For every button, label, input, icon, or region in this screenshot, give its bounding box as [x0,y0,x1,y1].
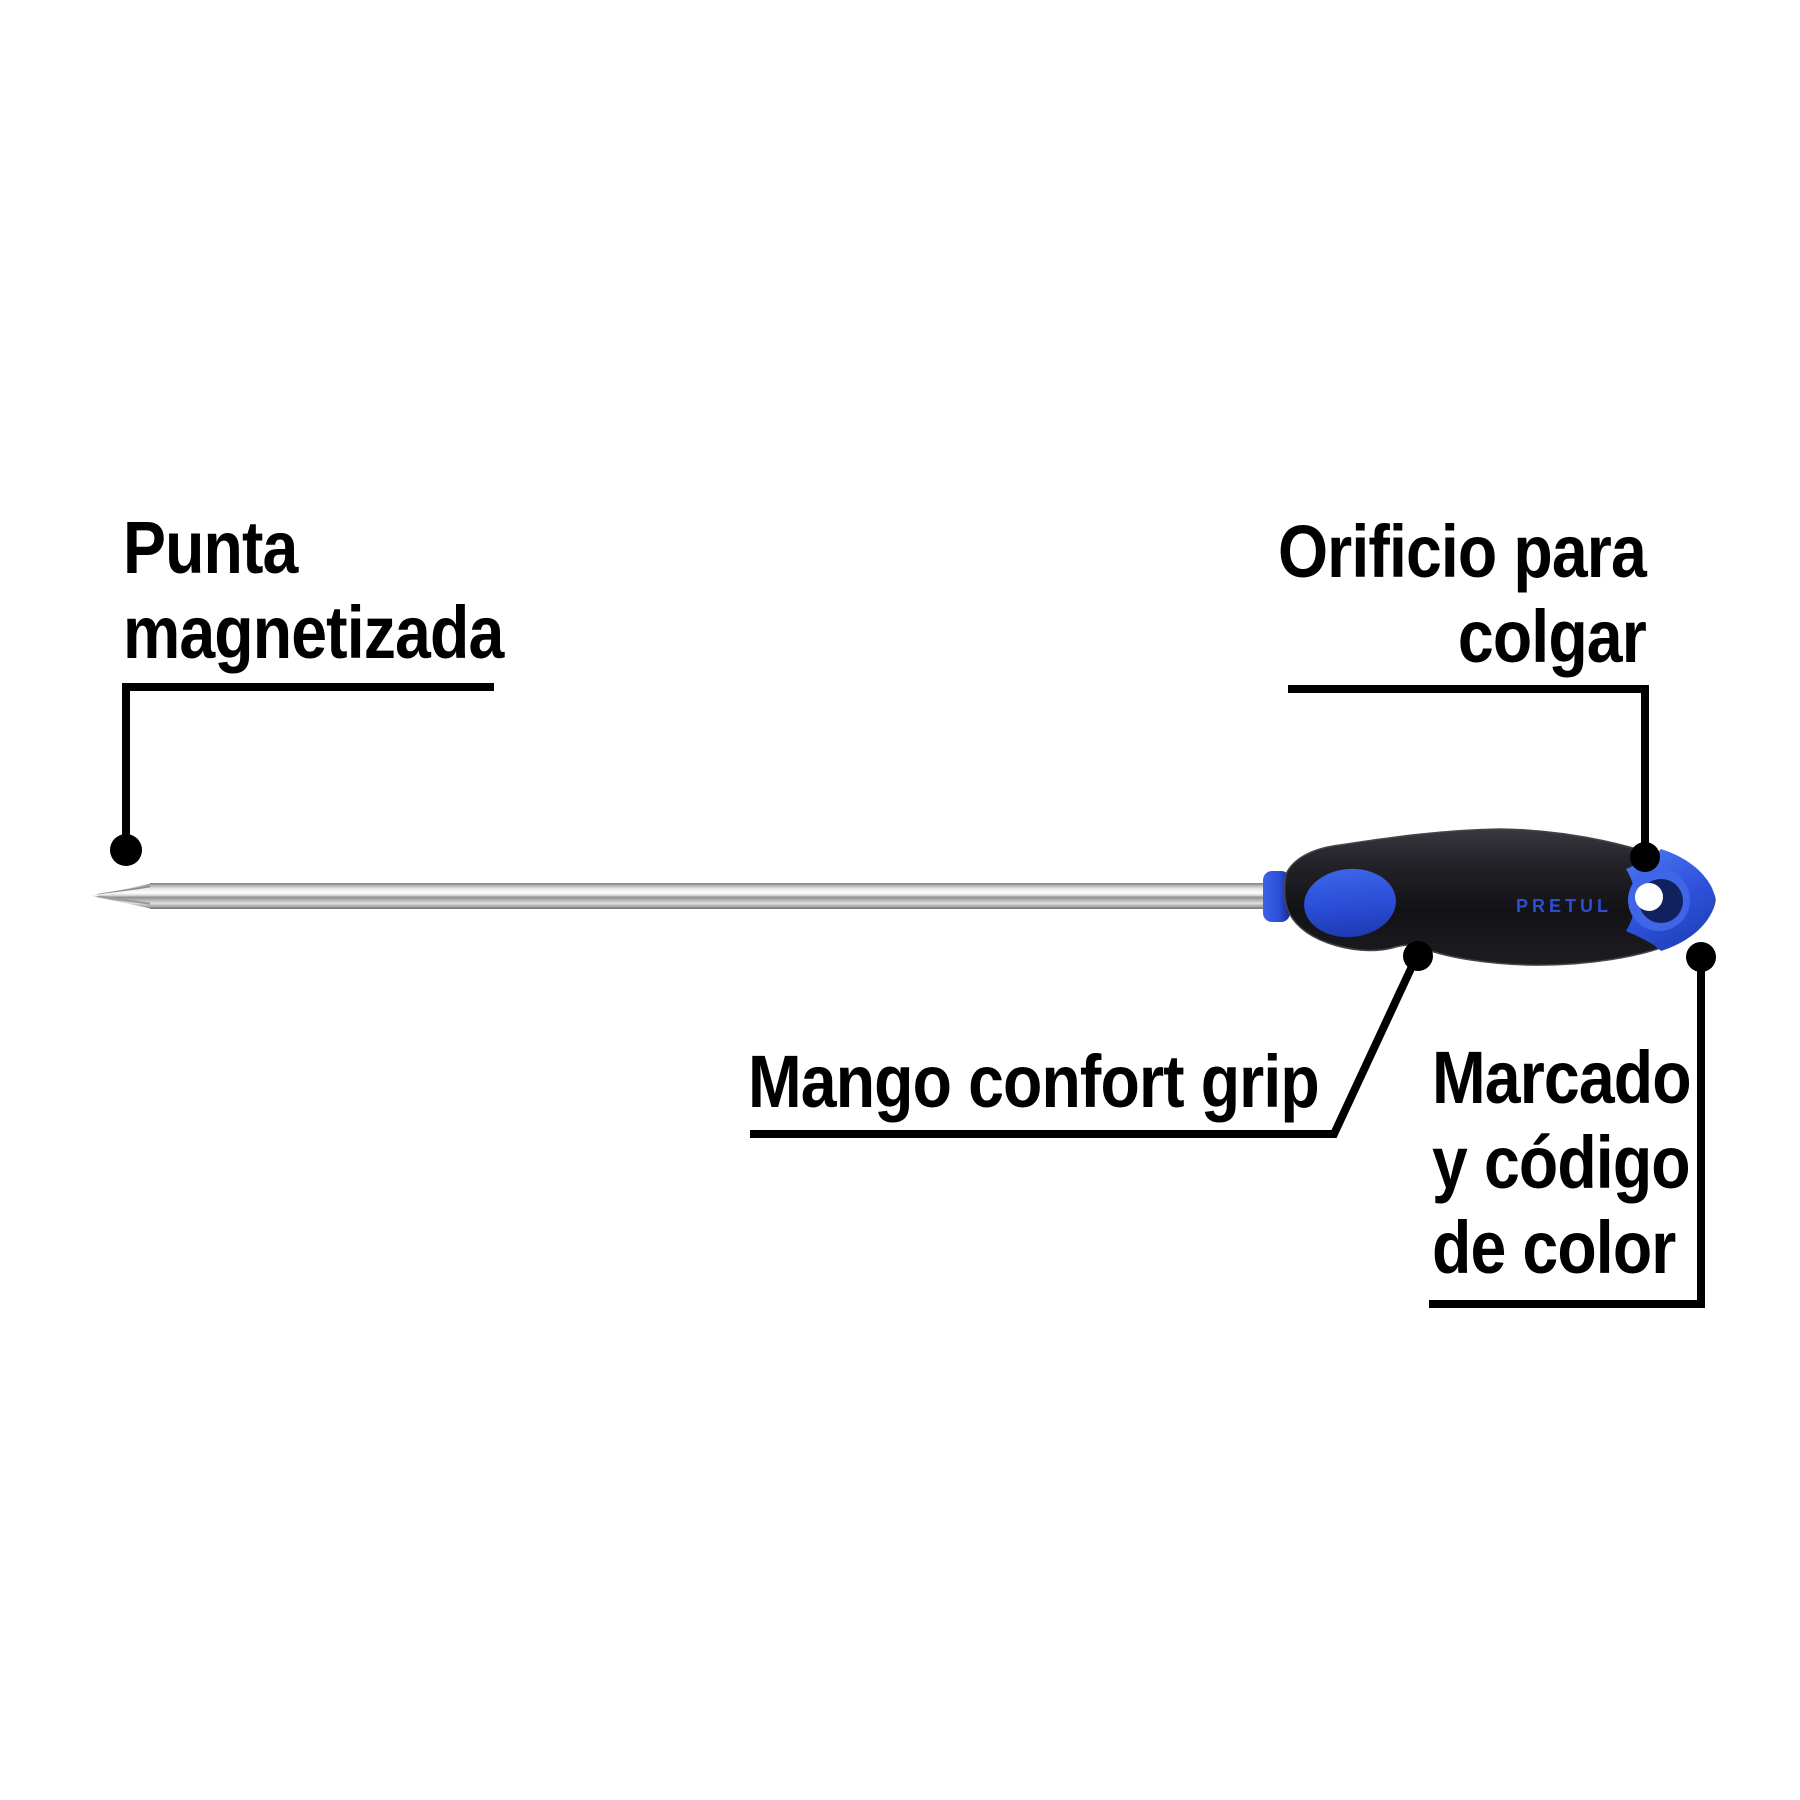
dot-hole [1630,842,1660,872]
leader-hole [1288,685,1649,852]
label-comfort-grip: Mango confort grip [748,1039,1320,1124]
label-hanging-hole: Orificio para colgar [1278,509,1647,679]
brand-logo-text: PRETUL [1516,896,1612,916]
grip-inset [1304,868,1396,938]
label-magnetized-tip-line1: Punta [123,506,298,589]
collar [1263,871,1290,922]
dot-grip [1403,941,1433,971]
label-comfort-grip-line1: Mango confort grip [748,1040,1320,1123]
screwdriver: PRETUL [91,828,1716,966]
leader-grip [750,960,1418,1138]
leader-marking [1429,960,1705,1308]
hang-hole-opening [1635,883,1663,911]
leader-dots [110,834,1716,972]
hang-hole [1628,869,1690,931]
label-magnetized-tip: Punta magnetizada [123,505,504,675]
label-hanging-hole-line2: colgar [1458,595,1647,678]
tip-flute-lower [96,895,153,905]
tip-highlight [91,888,154,897]
dot-marking [1686,942,1716,972]
label-hanging-hole-line1: Orificio para [1278,510,1647,593]
label-magnetized-tip-line2: magnetizada [123,591,504,674]
shaft [150,883,1271,909]
leader-tip [122,683,494,846]
label-color-code: Marcado y código de color [1432,1035,1692,1290]
handle [1283,828,1716,966]
label-color-code-line1: Marcado [1432,1036,1692,1119]
label-color-code-line2: y código [1432,1121,1691,1204]
leader-lines [122,683,1705,1308]
label-color-code-line3: de color [1432,1206,1676,1289]
dot-tip [110,834,142,866]
phillips-tip [91,883,154,909]
